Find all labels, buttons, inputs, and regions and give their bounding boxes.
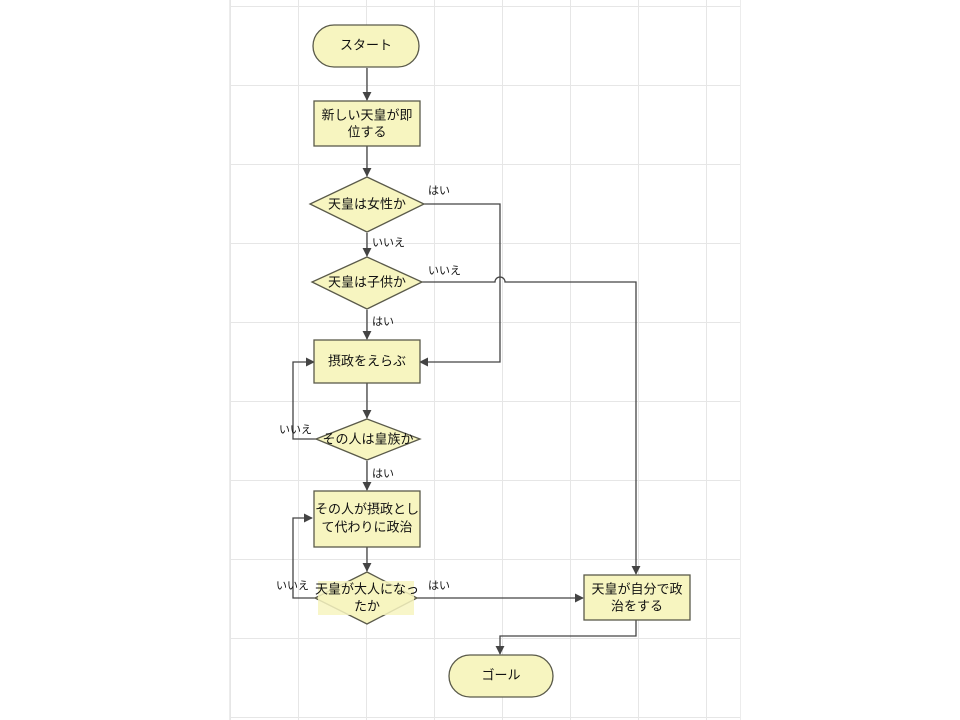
is-child-label: 天皇は子供か xyxy=(328,276,406,291)
is-royal-decision[interactable]: その人は皇族か xyxy=(314,418,422,461)
label-royal-no: いいえ xyxy=(279,423,312,436)
regent-rules-node[interactable]: その人が摂政とし て代わりに政治 xyxy=(313,490,421,548)
enthrone-label-line2: 位する xyxy=(347,126,386,141)
label-child-yes: はい xyxy=(372,315,394,328)
start-node[interactable]: スタート xyxy=(312,24,420,68)
is-adult-label-line1: 天皇が大人になっ xyxy=(315,583,419,598)
edge-royal-no xyxy=(292,357,316,440)
edge-female-yes xyxy=(419,203,501,367)
choose-regent-node[interactable]: 摂政をえらぶ xyxy=(313,339,421,384)
edge-emperor-to-goal xyxy=(495,620,637,655)
edge-child-no xyxy=(422,276,641,575)
emperor-rules-node[interactable]: 天皇が自分で政 治をする xyxy=(583,574,691,621)
is-female-decision[interactable]: 天皇は女性か xyxy=(308,176,426,233)
emperor-rules-label-line1: 天皇が自分で政 xyxy=(591,583,682,598)
enthrone-node[interactable]: 新しい天皇が即 位する xyxy=(313,100,421,147)
regent-rules-label-line2: て代わりに政治 xyxy=(321,521,412,536)
choose-regent-label: 摂政をえらぶ xyxy=(328,354,406,370)
is-adult-decision[interactable]: 天皇が大人になっ たか xyxy=(313,571,419,625)
edges xyxy=(292,68,641,655)
label-adult-yes: はい xyxy=(428,579,450,592)
label-child-no: いいえ xyxy=(428,264,461,277)
label-female-yes: はい xyxy=(428,184,450,197)
edge-labels: はい いいえ いいえ はい いいえ はい いいえ はい xyxy=(276,184,461,592)
goal-label: ゴール xyxy=(481,668,520,684)
label-adult-no: いいえ xyxy=(276,579,309,592)
goal-node[interactable]: ゴール xyxy=(448,654,554,698)
is-child-decision[interactable]: 天皇は子供か xyxy=(310,256,424,310)
label-female-no: いいえ xyxy=(372,236,405,249)
is-adult-label-line2: たか xyxy=(354,600,380,615)
edge-adult-no xyxy=(292,513,315,599)
emperor-rules-label-line2: 治をする xyxy=(611,600,663,615)
label-royal-yes: はい xyxy=(372,467,394,480)
regent-rules-label-line1: その人が摂政とし xyxy=(315,502,419,518)
enthrone-label-line1: 新しい天皇が即 xyxy=(321,108,412,124)
start-label: スタート xyxy=(340,39,392,54)
is-female-label: 天皇は女性か xyxy=(328,197,406,213)
is-royal-label: その人は皇族か xyxy=(322,432,413,448)
